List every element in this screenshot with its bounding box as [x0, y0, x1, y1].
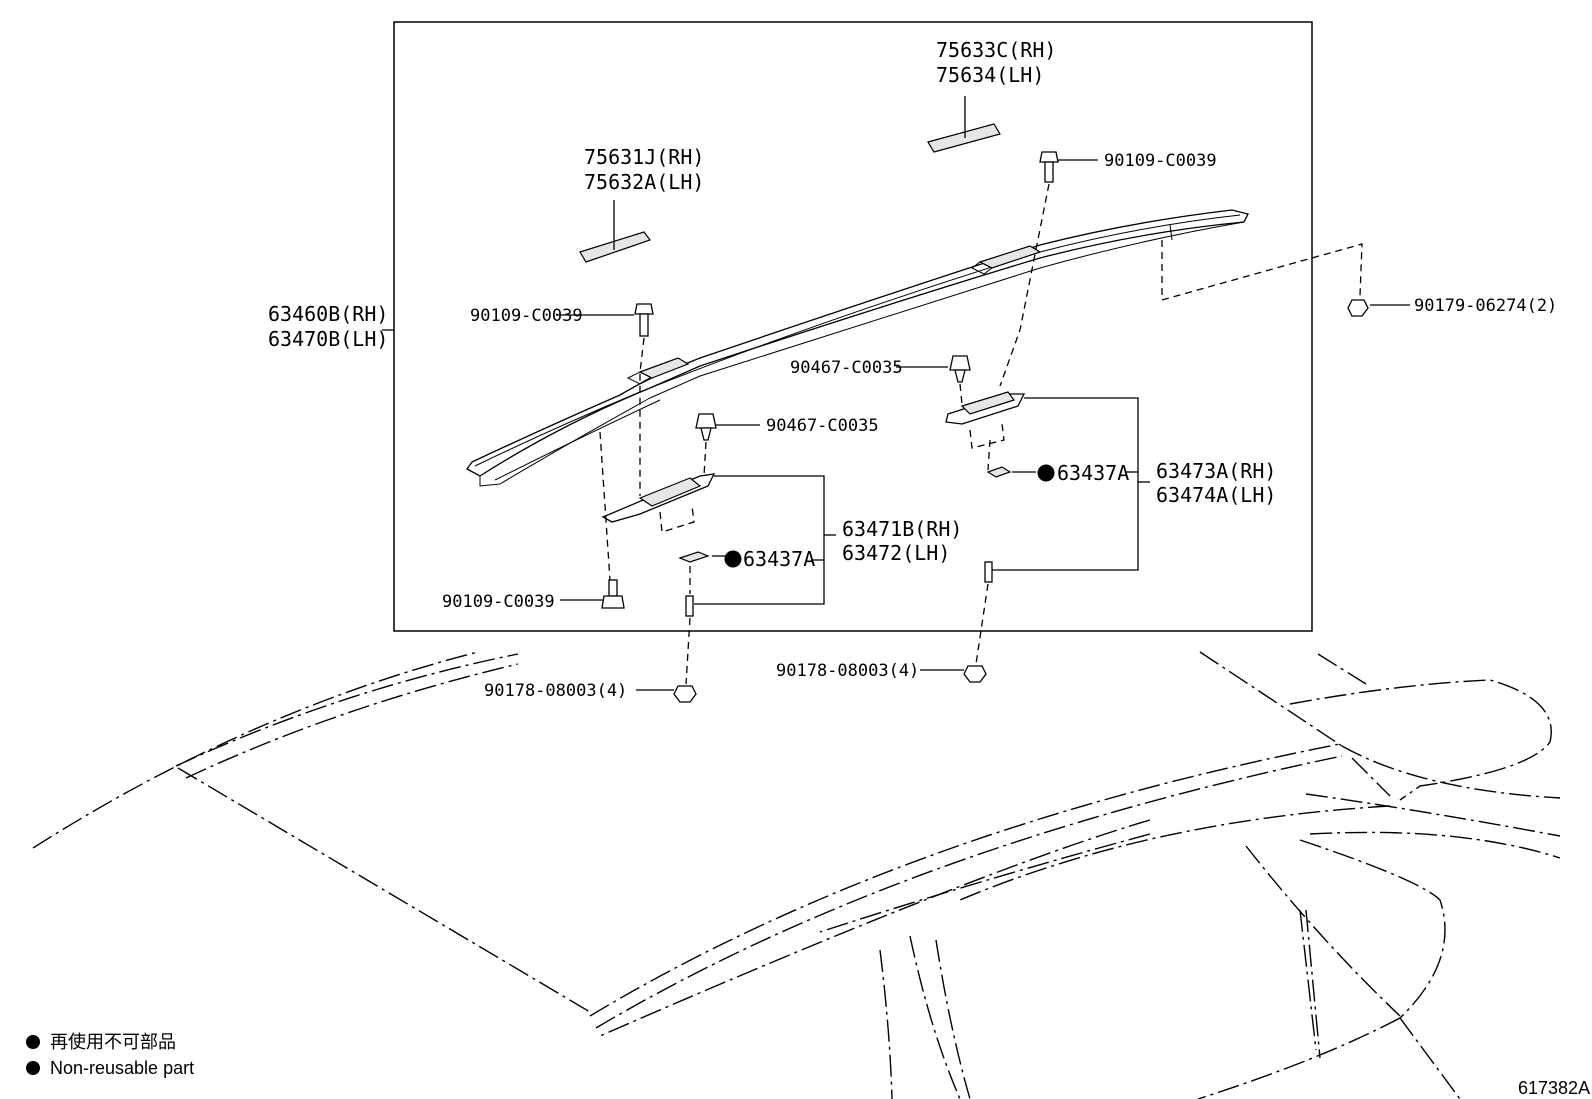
label-leg-rear-rh: 63473A(RH) — [1156, 459, 1276, 483]
bolt-bottom-shape — [601, 579, 625, 609]
legend-bullet-en — [26, 1061, 40, 1075]
label-bolt-top-front: 90109-C0039 — [470, 306, 583, 326]
label-end-cover-front-lh: 75632A(LH) — [584, 170, 704, 194]
label-nut-rear: 90178-08003(4) — [776, 661, 919, 681]
label-end-cover-rear-lh: 75634(LH) — [936, 63, 1044, 87]
label-end-cover-rear-rh: 75633C(RH) — [936, 38, 1056, 62]
legend: 再使用不可部品 Non-reusable part — [26, 1032, 194, 1078]
label-end-cover-front-rh: 75631J(RH) — [584, 145, 704, 169]
detail-frame — [393, 21, 1313, 632]
label-leg-rear-lh: 63474A(LH) — [1156, 483, 1276, 507]
clip-front-shape — [695, 413, 717, 441]
gasket-front-shape — [678, 551, 710, 563]
legend-bullet-jp — [26, 1035, 40, 1049]
end-cover-rear-shape — [927, 123, 1001, 153]
legend-text-jp: 再使用不可部品 — [50, 1032, 176, 1052]
label-roof-rail-lh: 63470B(LH) — [268, 327, 388, 351]
leader-lines — [382, 96, 1410, 691]
label-nut-front: 90178-08003(4) — [484, 681, 627, 701]
label-bolt-bottom: 90109-C0039 — [442, 592, 555, 612]
label-clip-front: 90467-C0035 — [766, 416, 879, 436]
pin-rear-shape — [984, 561, 993, 583]
diagram-id: 617382A — [1518, 1078, 1590, 1098]
label-bolt-top-rear: 90109-C0039 — [1104, 151, 1217, 171]
label-roof-rail-rh: 63460B(RH) — [268, 302, 388, 326]
label-gasket-front: 63437A — [743, 547, 815, 571]
leg-front-shape — [601, 473, 716, 533]
nut-front-shape — [673, 685, 697, 703]
non-reusable-marker-rear — [1037, 464, 1055, 482]
bolt-top-front-shape — [634, 303, 654, 337]
roof-rail-drawing — [466, 209, 1249, 487]
bolt-top-rear-shape — [1039, 151, 1059, 183]
non-reusable-marker-front — [724, 550, 742, 568]
vehicle-roof-outline — [32, 651, 1561, 1099]
label-clip-rear: 90467-C0035 — [790, 358, 903, 378]
label-gasket-rear: 63437A — [1057, 461, 1129, 485]
assembly-lines — [599, 183, 1363, 685]
label-nut-right: 90179-06274(2) — [1414, 296, 1557, 316]
nut-right-shape — [1347, 299, 1369, 317]
label-leg-front-rh: 63471B(RH) — [842, 517, 962, 541]
leg-rear-shape — [945, 391, 1026, 449]
label-leg-front-lh: 63472(LH) — [842, 541, 950, 565]
pin-front-shape — [685, 595, 694, 617]
gasket-rear-shape — [986, 466, 1012, 478]
labels: 63460B(RH) 63470B(LH) 75631J(RH) 75632A(… — [268, 38, 1557, 701]
nut-rear-shape — [963, 665, 987, 683]
end-cover-front-shape — [579, 231, 651, 263]
clip-rear-shape — [949, 355, 971, 383]
legend-text-en: Non-reusable part — [50, 1058, 194, 1078]
